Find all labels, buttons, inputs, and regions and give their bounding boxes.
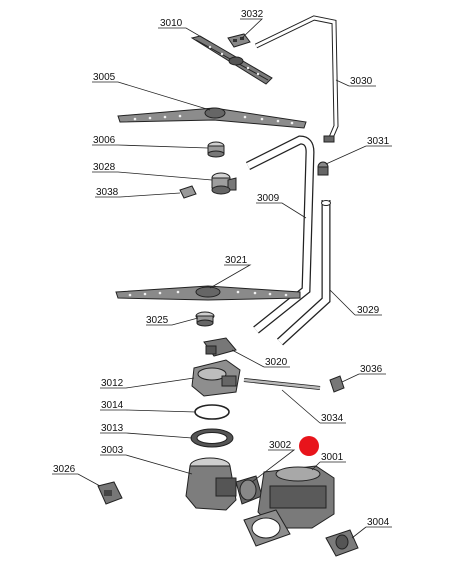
label-3001: 3001 <box>321 452 344 463</box>
pipe-3009 <box>245 135 315 334</box>
label-3014: 3014 <box>101 400 124 411</box>
sump-bottom-3003 <box>185 457 237 511</box>
upper-spray-arm <box>190 35 273 85</box>
rod-3034 <box>243 378 321 390</box>
pipe-3029 <box>276 200 331 346</box>
clip-3032 <box>227 33 251 48</box>
label-3029: 3029 <box>357 305 380 316</box>
connector-3028 <box>211 172 237 195</box>
label-3026: 3026 <box>53 464 76 475</box>
part-3036 <box>329 375 345 393</box>
label-3003: 3003 <box>101 445 124 456</box>
label-3032: 3032 <box>241 9 264 20</box>
hub-3025 <box>195 311 215 327</box>
label-3034: 3034 <box>321 413 344 424</box>
gasket-3013 <box>190 428 234 448</box>
label-3030: 3030 <box>350 76 373 87</box>
part-labels: 3010 3032 3030 3005 3006 3031 3028 3038 … <box>53 9 390 528</box>
label-3038: 3038 <box>96 187 119 198</box>
bracket-3020 <box>203 337 237 357</box>
valve-3031 <box>317 161 329 176</box>
label-3006: 3006 <box>93 135 116 146</box>
red-marker <box>299 436 319 456</box>
lower-spray-arm <box>115 285 301 301</box>
label-3025: 3025 <box>146 315 169 326</box>
hose-3002 <box>235 475 263 505</box>
label-3020: 3020 <box>265 357 288 368</box>
middle-spray-arm <box>117 107 307 129</box>
label-3010: 3010 <box>160 18 183 29</box>
leader-lines <box>52 18 392 539</box>
small-part-3038 <box>179 185 197 199</box>
label-3013: 3013 <box>101 423 124 434</box>
part-3004 <box>325 529 359 557</box>
label-3021: 3021 <box>225 255 248 266</box>
part-3026 <box>97 481 123 505</box>
seal-ring-3014 <box>194 404 230 420</box>
label-3005: 3005 <box>93 72 116 83</box>
feed-tube-3030 <box>254 15 339 143</box>
label-3009: 3009 <box>257 193 280 204</box>
label-3036: 3036 <box>360 364 383 375</box>
pump-motor-3001 <box>243 465 335 547</box>
sump-3012 <box>191 359 241 397</box>
hub-3006 <box>207 141 225 158</box>
label-3012: 3012 <box>101 378 124 389</box>
label-3028: 3028 <box>93 162 116 173</box>
label-3004: 3004 <box>367 517 390 528</box>
label-3002: 3002 <box>269 440 292 451</box>
label-3031: 3031 <box>367 136 390 147</box>
